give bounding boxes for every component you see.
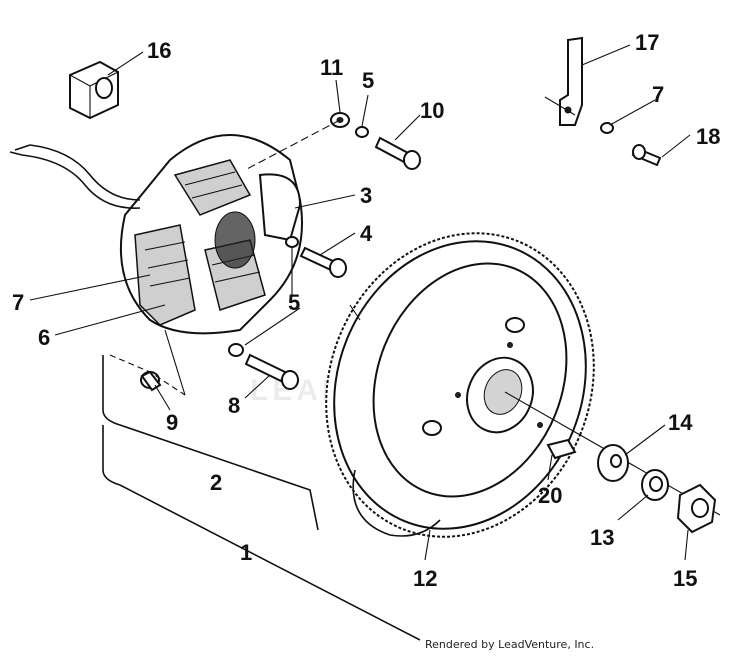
callout-15: 15 (673, 566, 697, 591)
charging-coil-top (173, 159, 252, 216)
stator-assembly (9, 134, 303, 335)
ignition-coil (134, 224, 196, 326)
spacer (109, 329, 186, 396)
callout-7-left: 7 (12, 290, 24, 315)
callout-20: 20 (538, 483, 562, 508)
bracket-group-1 (102, 425, 421, 641)
callout-3: 3 (360, 183, 372, 208)
callout-18: 18 (696, 124, 720, 149)
woodruff-key (546, 438, 577, 460)
callout-1: 1 (240, 540, 252, 565)
callout-2: 2 (210, 470, 222, 495)
coil-screw (285, 236, 347, 278)
plate-screw (228, 343, 299, 390)
callout-5-top: 5 (362, 68, 374, 93)
lock-washer (641, 469, 669, 501)
credit-text: Rendered by LeadVenture, Inc. (425, 638, 595, 651)
callout-14: 14 (668, 410, 693, 435)
wire-lead (21, 144, 141, 209)
callout-16: 16 (147, 38, 171, 63)
flywheel-nut (676, 483, 717, 534)
flat-washer (597, 444, 629, 482)
callout-6: 6 (38, 325, 50, 350)
mounting-bracket (258, 173, 302, 242)
ground-bracket (544, 36, 583, 126)
leader-lines (29, 44, 691, 561)
wire-clip (69, 60, 119, 120)
bracket-screw-set (600, 122, 662, 167)
callout-13: 13 (590, 525, 614, 550)
callout-5-mid: 5 (288, 290, 300, 315)
bracket-group-2 (102, 355, 319, 531)
flywheel (325, 232, 721, 538)
callout-17: 17 (635, 30, 659, 55)
callout-11: 11 (320, 55, 343, 80)
callout-8: 8 (228, 393, 240, 418)
callout-12: 12 (413, 566, 437, 591)
callout-7-right: 7 (652, 82, 664, 107)
callout-4: 4 (360, 221, 373, 246)
top-screw-set (244, 112, 421, 171)
callout-10: 10 (420, 98, 444, 123)
callout-9: 9 (166, 410, 178, 435)
